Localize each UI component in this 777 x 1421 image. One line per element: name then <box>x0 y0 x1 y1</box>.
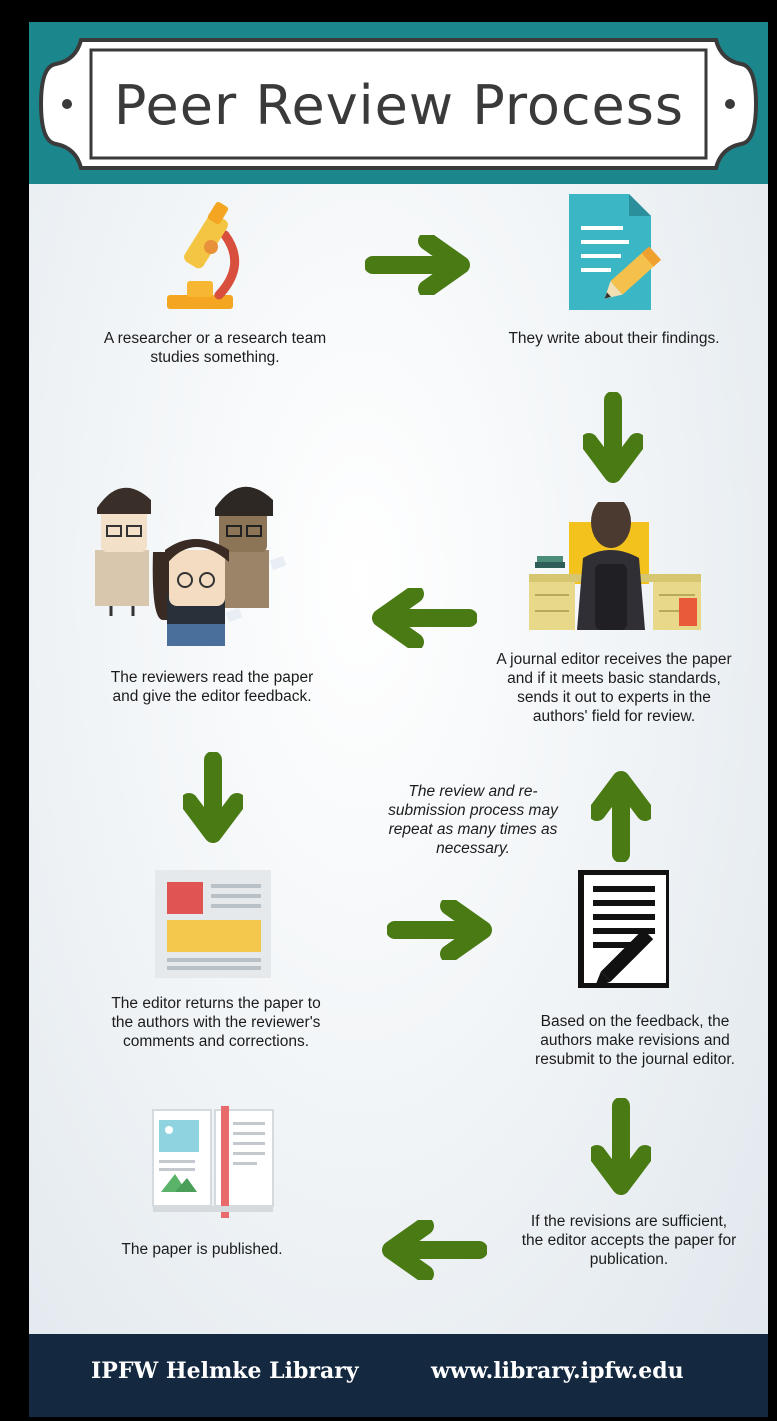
step-6-caption: Based on the feedback, the authors make … <box>535 1013 735 1068</box>
repeat-note: The review and re-submission process may… <box>388 783 558 857</box>
step-4-caption: The reviewers read the paper and give th… <box>110 669 314 705</box>
step-8-caption: The paper is published. <box>121 1241 283 1258</box>
step-5-caption: The editor returns the paper to the auth… <box>111 995 321 1050</box>
arrow-right-icon <box>365 235 470 295</box>
footer-band: IPFW Helmke Library www.library.ipfw.edu <box>29 1334 768 1417</box>
marked-paper-icon <box>155 870 271 978</box>
arrow-left-icon <box>382 1220 487 1280</box>
step-3-caption: A journal editor receives the paper and … <box>496 651 732 725</box>
step-2-caption: They write about their findings. <box>508 330 720 347</box>
arrow-down-icon <box>583 392 643 483</box>
arrow-right-icon <box>387 900 492 960</box>
infographic: Peer Review Process A researcher or a re… <box>29 22 768 1417</box>
microscope-icon <box>167 201 240 309</box>
library-name: IPFW Helmke Library <box>91 1358 359 1384</box>
arrow-left-icon <box>372 588 477 648</box>
revision-document-icon <box>578 870 669 988</box>
open-book-icon <box>152 1106 274 1218</box>
header-band: Peer Review Process <box>29 22 768 184</box>
title-banner-frame <box>38 38 759 170</box>
reviewers-icon <box>95 486 287 646</box>
arrow-down-icon <box>591 1098 651 1195</box>
page-title: Peer Review Process <box>113 73 685 137</box>
step-7-caption: If the revisions are sufficient, the edi… <box>521 1213 737 1268</box>
step-1-caption: A researcher or a research team studies … <box>103 330 327 366</box>
library-url: www.library.ipfw.edu <box>431 1358 684 1384</box>
arrow-down-icon <box>183 752 243 843</box>
editor-at-desk-icon <box>529 502 701 630</box>
document-pencil-icon <box>569 194 662 310</box>
arrow-up-icon <box>591 771 651 862</box>
